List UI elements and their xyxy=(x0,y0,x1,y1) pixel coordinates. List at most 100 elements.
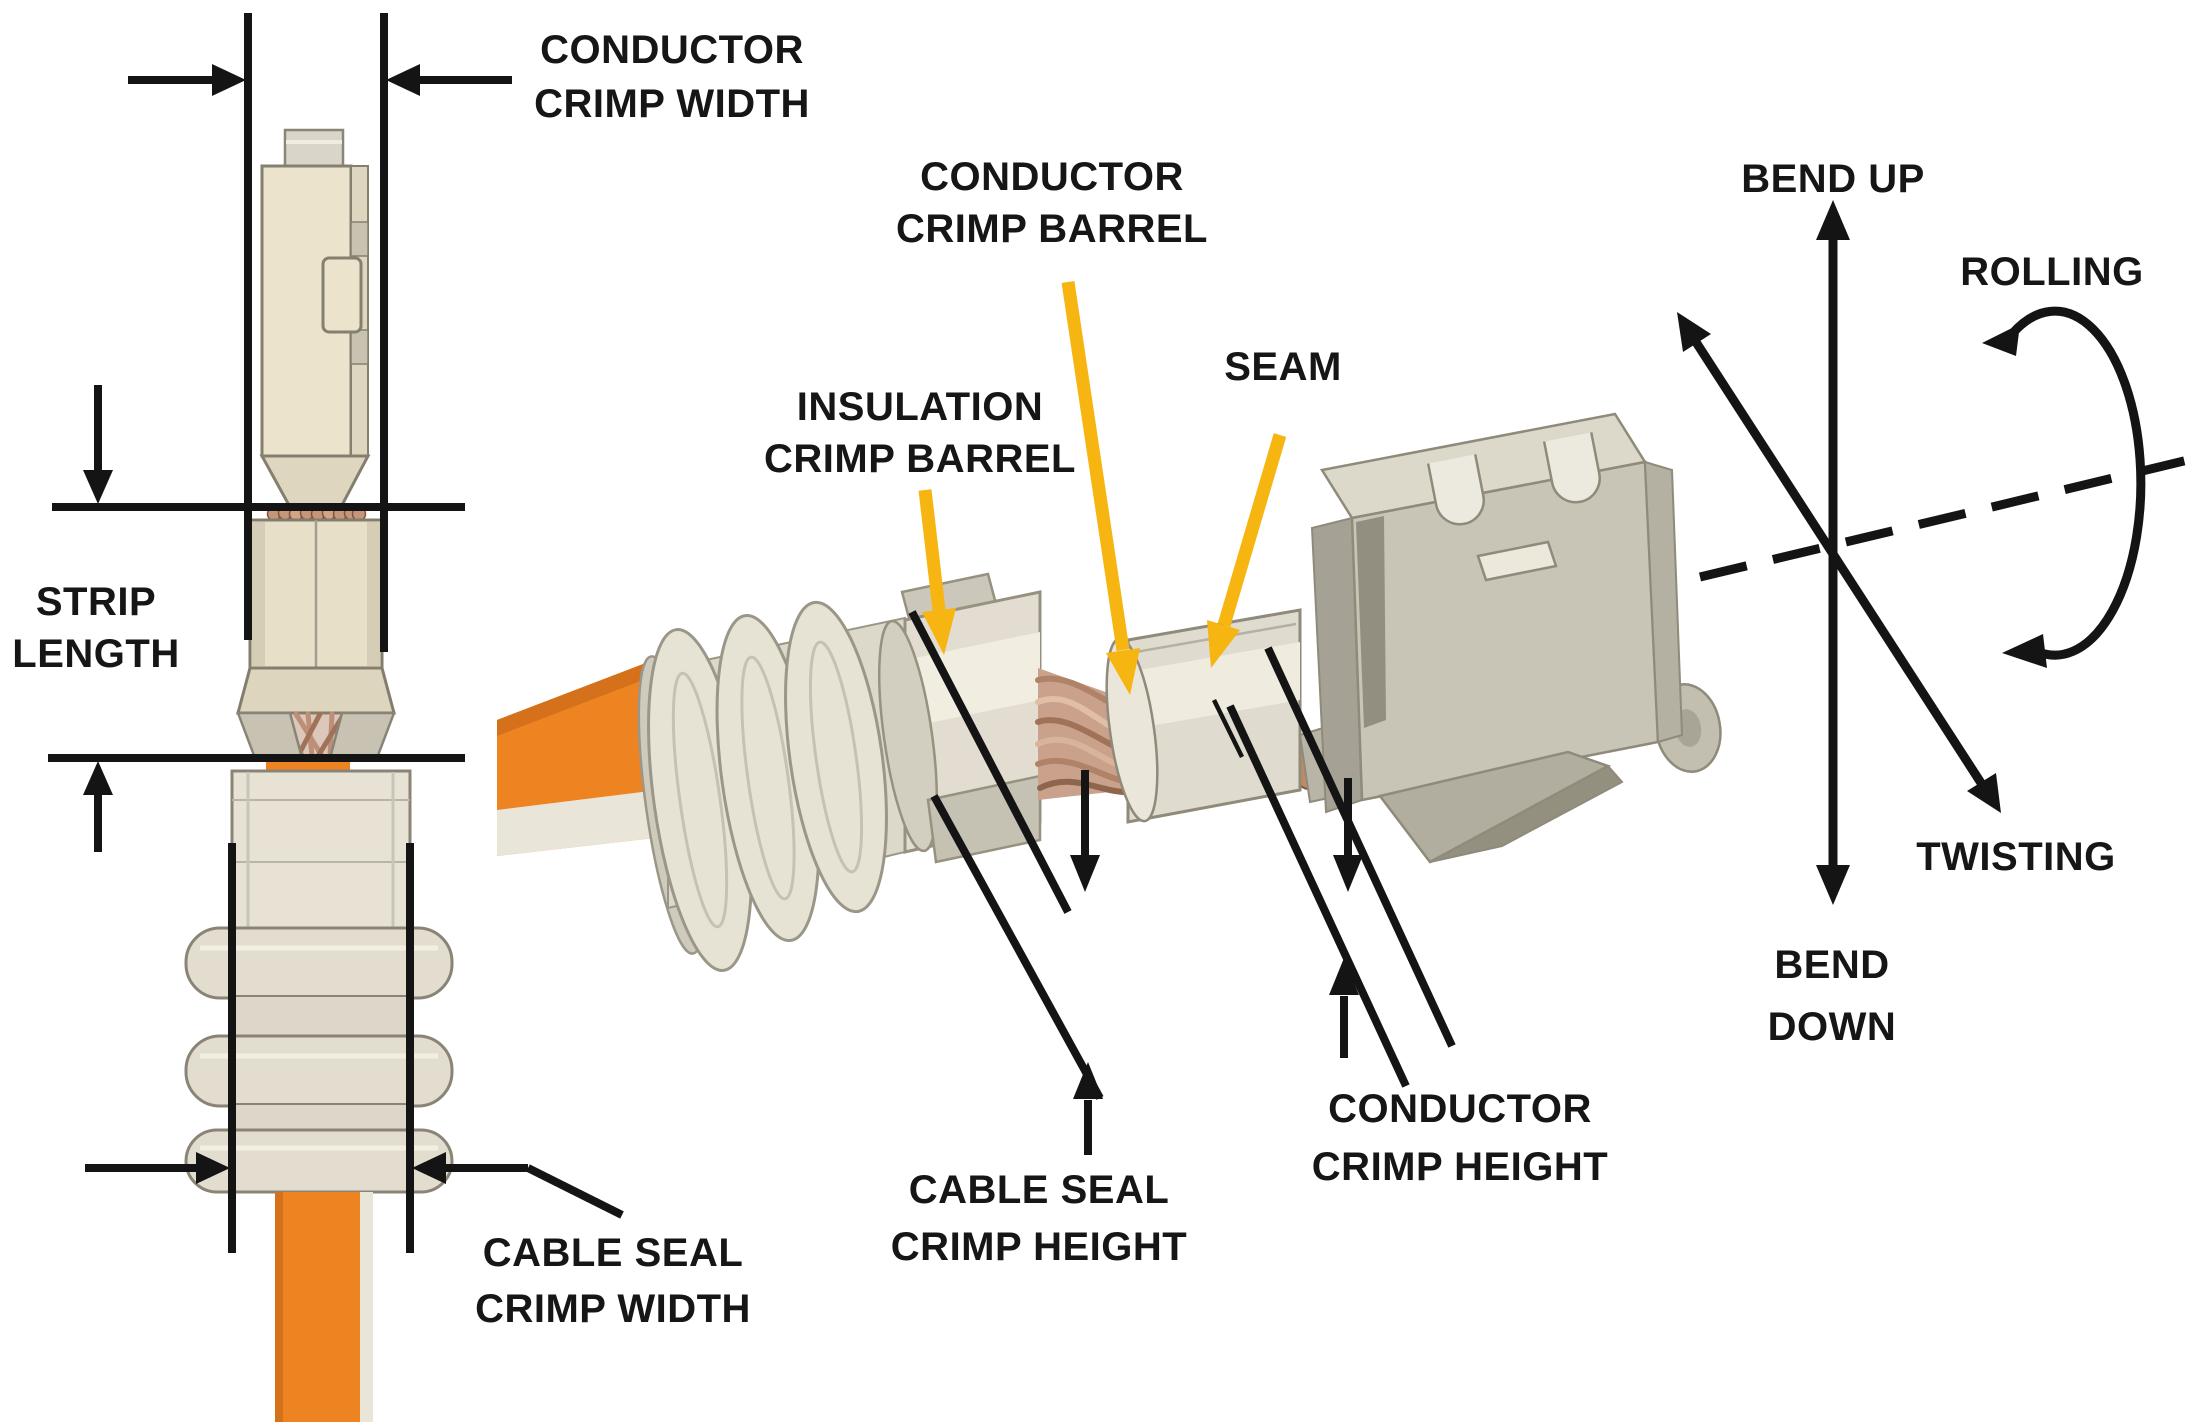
conductor-crimp-barrel-front xyxy=(236,505,396,715)
arrowhead-right xyxy=(212,64,246,96)
label-line: CRIMP HEIGHT xyxy=(891,1225,1187,1269)
box-notch-2 xyxy=(1542,432,1601,504)
dim-conductor-crimp-width xyxy=(128,13,512,652)
label-line: STRIP xyxy=(36,580,156,624)
cable-front-body xyxy=(275,1192,360,1422)
label-line: LENGTH xyxy=(12,632,179,676)
callout-arrows xyxy=(918,281,1287,695)
arrowhead-down xyxy=(1070,855,1100,892)
label-conductor-crimp-width: CONDUCTOR CRIMP WIDTH xyxy=(534,28,810,126)
label-rolling: ROLLING xyxy=(1960,250,2143,294)
label-line: CRIMP WIDTH xyxy=(475,1287,751,1331)
insulation-wing-right xyxy=(328,711,396,760)
label-line: CRIMP BARREL xyxy=(764,437,1076,481)
box-bottom-flange-edge xyxy=(1429,764,1624,863)
label-line: CONDUCTOR xyxy=(540,28,804,72)
label-line: CABLE SEAL xyxy=(483,1231,744,1275)
label-bend-up: BEND UP xyxy=(1741,157,1925,201)
label-seam: SEAM xyxy=(1224,345,1342,389)
label-cable-seal-crimp-width: CABLE SEAL CRIMP WIDTH xyxy=(475,1231,751,1331)
box-notch-1 xyxy=(1426,454,1485,526)
label-line: CONDUCTOR xyxy=(920,155,1184,199)
box-bump xyxy=(1476,540,1558,582)
arrowhead-up xyxy=(83,761,113,795)
terminal-tab-front xyxy=(283,128,345,170)
arrowhead-down xyxy=(1333,855,1363,892)
arrowhead-twist-upleft xyxy=(1677,312,1711,352)
terminal-taper xyxy=(259,454,371,509)
box-interior-shadow xyxy=(1356,516,1386,728)
box-right-face xyxy=(1643,460,1684,744)
label-line: CONDUCTOR xyxy=(1328,1087,1592,1131)
arrowhead-twist-downright xyxy=(1967,773,2001,813)
barrel-skirt xyxy=(236,666,396,715)
callout-arrow-insulation xyxy=(918,489,946,611)
label-line: INSULATION xyxy=(797,385,1043,429)
label-line: BEND UP xyxy=(1741,157,1925,201)
front-view xyxy=(48,13,624,1422)
terminal-latch-window xyxy=(321,256,363,334)
seal-ridge-shading xyxy=(740,655,796,901)
arrowhead-left xyxy=(412,1152,446,1184)
extension-line xyxy=(1264,646,1456,1048)
seam-line xyxy=(1211,699,1245,758)
terminal-notch-upper xyxy=(350,221,369,257)
label-line: CRIMP BARREL xyxy=(896,207,1208,251)
terminal-box-3d xyxy=(1298,412,1722,864)
label-bend-down: BEND DOWN xyxy=(1768,943,1897,1049)
seal-band xyxy=(231,995,411,1039)
arrowhead-up xyxy=(1073,1062,1103,1099)
box-front-face xyxy=(1350,460,1660,802)
conductor-barrel-highlight xyxy=(1128,642,1300,730)
dim-cable-seal-crimp-height xyxy=(908,610,1104,1155)
arrowhead-bend-down xyxy=(1816,865,1850,905)
cable-seal-3d xyxy=(637,600,906,972)
label-conductor-crimp-barrel: CONDUCTOR CRIMP BARREL xyxy=(896,155,1208,251)
arrowhead-right xyxy=(196,1152,230,1184)
dim-cable-seal-crimp-width xyxy=(85,843,624,1253)
label-line: ROLLING xyxy=(1960,250,2143,294)
arrowhead-up xyxy=(1329,958,1359,995)
extension-line xyxy=(930,794,1104,1100)
dim-conductor-crimp-height xyxy=(1226,646,1456,1088)
stress-axes xyxy=(1677,200,2209,905)
insulation-barrel-cap xyxy=(878,619,938,853)
isometric-view xyxy=(497,281,1722,1155)
label-line: CRIMP WIDTH xyxy=(534,82,810,126)
insulation-wing-left xyxy=(236,711,304,760)
label-line: TWISTING xyxy=(1916,835,2116,879)
arrowhead-rolling-bottom xyxy=(2002,634,2047,668)
cable-seal-front xyxy=(184,769,454,1194)
extension-line xyxy=(908,610,1072,914)
cable-3d-stripe xyxy=(497,786,690,856)
arrowhead-rolling-top xyxy=(1982,324,2020,356)
extension-line xyxy=(1226,704,1410,1088)
label-line: DOWN xyxy=(1768,1005,1897,1049)
arrowhead-bend-up xyxy=(1816,200,1850,240)
label-strip-length: STRIP LENGTH xyxy=(12,580,179,676)
seal-ridge-shading xyxy=(808,640,864,874)
callout-arrow-conductor-barrel xyxy=(1061,281,1130,651)
label-line: SEAM xyxy=(1224,345,1342,389)
label-twisting: TWISTING xyxy=(1916,835,2116,879)
seal-band xyxy=(231,1103,411,1133)
arrowhead-down xyxy=(83,470,113,504)
labels: CONDUCTOR CRIMP WIDTH STRIP LENGTH CABLE… xyxy=(12,28,2143,1331)
seal-ridge-shading xyxy=(671,671,729,929)
label-line: CRIMP HEIGHT xyxy=(1312,1145,1608,1189)
barrel-shade-right xyxy=(367,522,380,666)
label-line: CABLE SEAL xyxy=(909,1168,1170,1212)
seal-top-block xyxy=(230,769,412,931)
label-cable-seal-crimp-height: CABLE SEAL CRIMP HEIGHT xyxy=(891,1168,1187,1269)
cable-front-stripe xyxy=(360,1192,373,1422)
barrel-shade-left xyxy=(252,522,265,666)
callout-arrowhead-conductor-barrel xyxy=(1106,648,1140,695)
cable-front xyxy=(275,1192,373,1422)
rolling-arc xyxy=(2008,306,2146,660)
cable-axis-dashed xyxy=(1698,450,2209,582)
label-insulation-crimp-barrel: INSULATION CRIMP BARREL xyxy=(764,385,1076,481)
arrowhead-left xyxy=(386,64,420,96)
cable-front-shade xyxy=(275,1192,283,1422)
